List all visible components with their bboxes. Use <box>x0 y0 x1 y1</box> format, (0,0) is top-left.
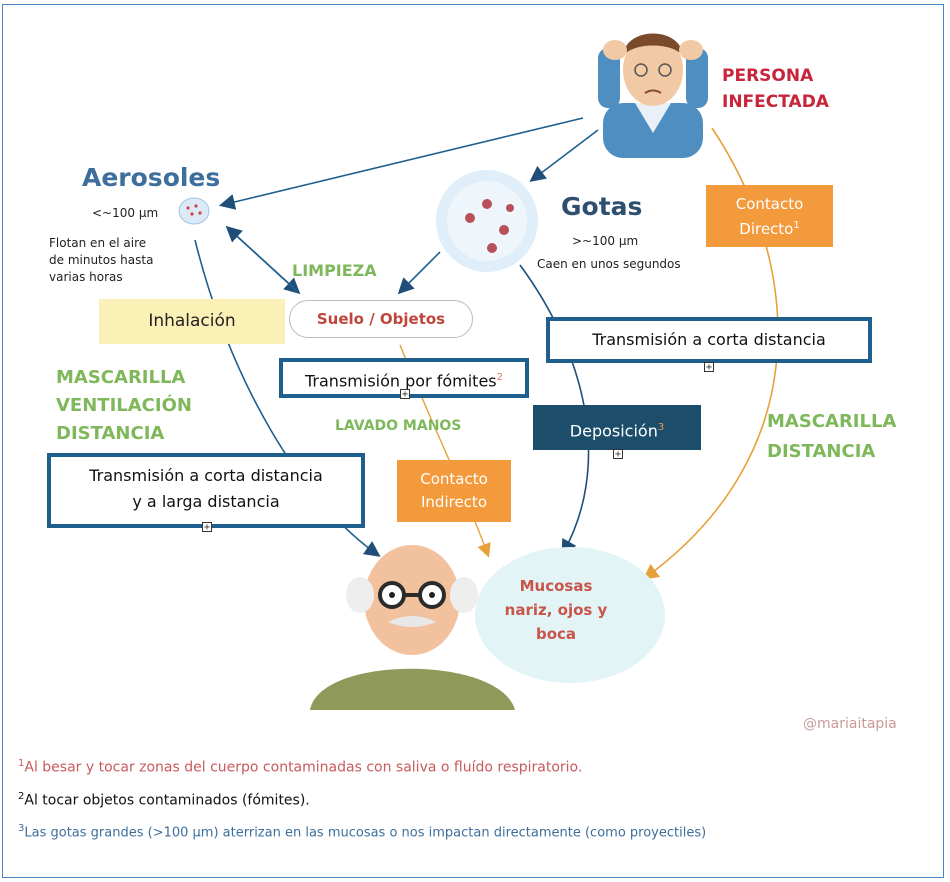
mascarilla-left-line2: VENTILACIÓN <box>56 395 192 416</box>
gotas-size: >~100 µm <box>572 234 639 248</box>
mucosas-line2: nariz, ojos y <box>504 601 608 619</box>
arrow-suelo-aerosoles <box>225 225 299 293</box>
aerosoles-title: Aerosoles <box>82 163 221 192</box>
corta-larga-line1: Transmisión a corta distancia <box>89 466 323 485</box>
aerosoles-desc: Flotan en el aire de minutos hasta varia… <box>49 235 153 286</box>
footnote-1: 1Al besar y tocar zonas del cuerpo conta… <box>18 758 582 776</box>
corta-larga-node: Transmisión a corta distancia y a larga … <box>47 453 365 528</box>
deposicion-expand-icon[interactable]: + <box>613 449 623 460</box>
footnote-3-num: 3 <box>18 823 25 834</box>
aerosoles-size: <~100 µm <box>92 206 159 220</box>
footnote-1-num: 1 <box>18 758 25 769</box>
infected-label: PERSONA INFECTADA <box>722 63 829 115</box>
mucosas-line1: Mucosas <box>519 577 593 595</box>
credit-handle: @mariaitapia <box>803 716 897 732</box>
footnote-2: 2Al tocar objetos contaminados (fómites)… <box>18 791 310 809</box>
lavado-manos-label: LAVADO MANOS <box>335 418 462 434</box>
infected-person-illustration <box>598 33 708 158</box>
contacto-indirecto-line2: Indirecto <box>421 493 487 511</box>
arrow-aerosoles-to-person <box>194 239 381 557</box>
gotas-title: Gotas <box>561 192 643 221</box>
mucosas-label: Mucosas nariz, ojos y boca <box>486 574 626 646</box>
diagram-frame <box>2 4 944 878</box>
contacto-directo-line2: Directo <box>739 220 794 238</box>
corta-distancia-node: Transmisión a corta distancia <box>546 317 872 363</box>
arrow-gotas-suelo <box>397 251 441 295</box>
arrow-infected-to-gotas <box>529 129 599 182</box>
corta-larga-expand-icon[interactable]: + <box>202 522 212 533</box>
aerosoles-desc-line3: varias horas <box>49 270 123 284</box>
deposicion-node: Deposición3 <box>533 405 701 450</box>
infected-label-line2: INFECTADA <box>722 92 829 112</box>
corta-distancia-expand-icon[interactable]: + <box>704 362 714 373</box>
footnote-3: 3Las gotas grandes (>100 µm) aterrizan e… <box>18 823 706 840</box>
mascarilla-ventilacion-label: MASCARILLA VENTILACIÓN DISTANCIA <box>56 364 192 448</box>
mascarilla-right-line1: MASCARILLA <box>767 411 897 432</box>
footnote-1-text: Al besar y tocar zonas del cuerpo contam… <box>24 759 583 776</box>
contacto-directo-line1: Contacto <box>735 195 804 213</box>
contacto-directo-node: Contacto Directo1 <box>706 185 833 247</box>
footnote-2-num: 2 <box>18 791 25 802</box>
contacto-indirecto-line1: Contacto <box>420 470 488 488</box>
infected-label-line1: PERSONA <box>722 66 814 86</box>
mascarilla-left-line1: MASCARILLA <box>56 367 186 388</box>
limpieza-label: LIMPIEZA <box>292 261 377 280</box>
mucosas-line3: boca <box>535 625 577 643</box>
footnote-2-text: Al tocar objetos contaminados (fómites). <box>24 792 310 809</box>
suelo-objetos-node: Suelo / Objetos <box>289 300 473 338</box>
mascarilla-distancia-label: MASCARILLA DISTANCIA <box>767 407 896 467</box>
inhalacion-node: Inhalación <box>99 299 285 344</box>
mascarilla-right-line2: DISTANCIA <box>767 441 876 462</box>
droplets-circle-icon <box>436 170 538 272</box>
fomites-sup: 2 <box>496 372 503 383</box>
footnote-3-text: Las gotas grandes (>100 µm) aterrizan en… <box>24 825 707 841</box>
contacto-directo-sup: 1 <box>793 220 800 231</box>
arrow-infected-to-aerosoles <box>218 117 584 210</box>
mascarilla-left-line3: DISTANCIA <box>56 423 165 444</box>
gotas-desc: Caen en unos segundos <box>537 257 681 271</box>
deposicion-sup: 3 <box>657 422 665 433</box>
contacto-indirecto-node: Contacto Indirecto <box>397 460 511 522</box>
corta-larga-line2: y a larga distancia <box>132 492 280 511</box>
fomites-text: Transmisión por fómites <box>305 371 497 391</box>
aerosoles-desc-line1: Flotan en el aire <box>49 236 147 250</box>
aerosoles-desc-line2: de minutos hasta <box>49 253 154 267</box>
fomites-expand-icon[interactable]: + <box>400 389 410 400</box>
receiving-person-illustration <box>310 545 665 710</box>
aerosol-particles-icon <box>178 197 210 225</box>
deposicion-text: Deposición <box>569 421 658 441</box>
